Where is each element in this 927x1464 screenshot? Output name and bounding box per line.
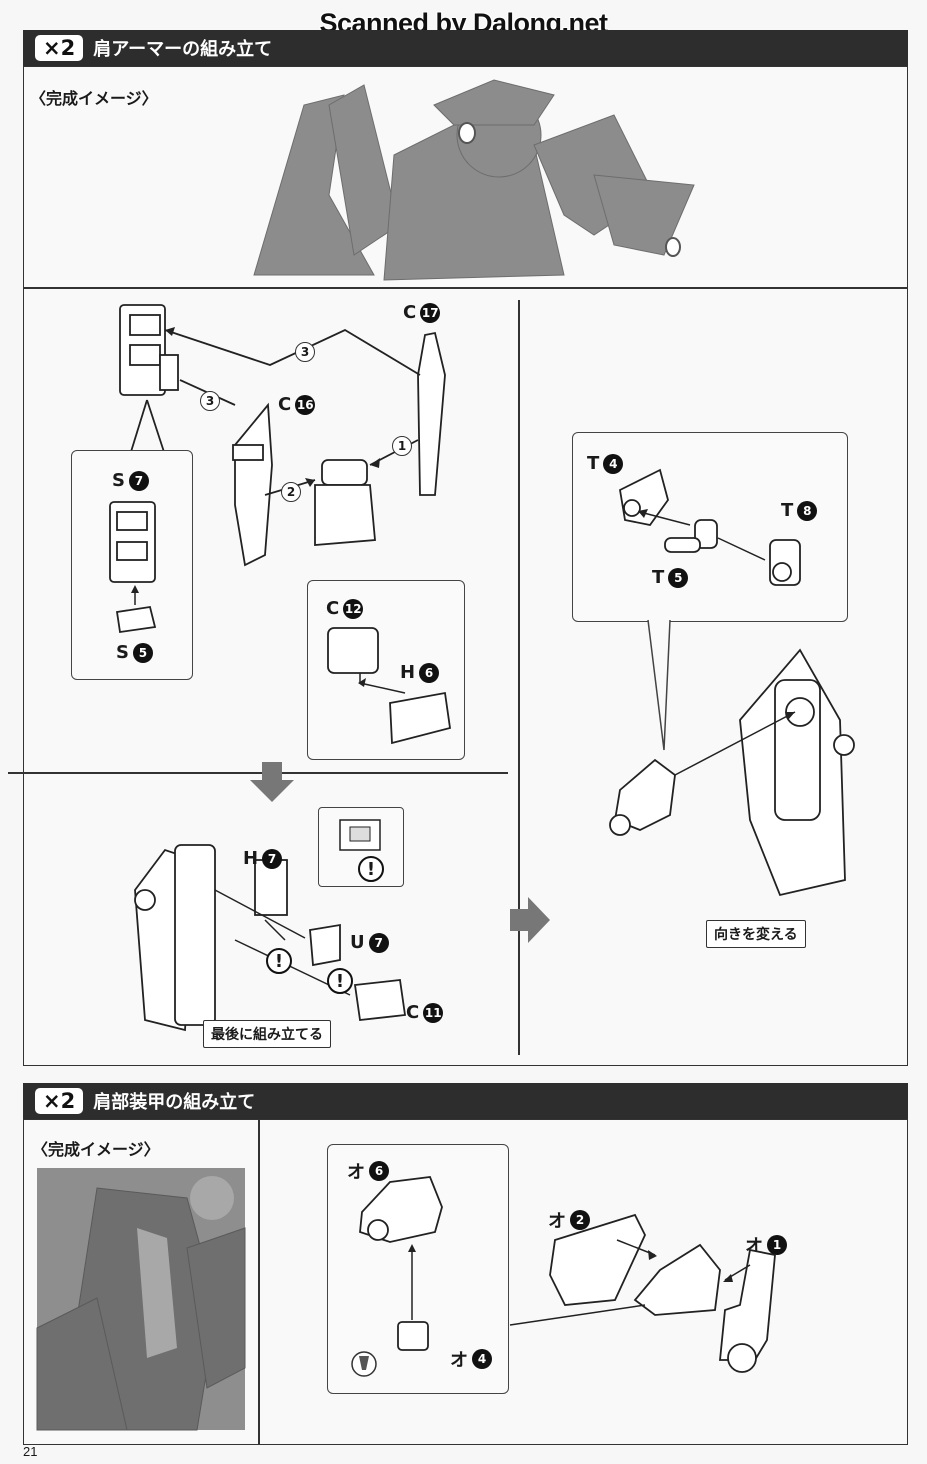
completed-image-title: 〈完成イメージ〉 <box>30 89 158 108</box>
completed-image-panel: 〈完成イメージ〉 <box>23 66 908 288</box>
step-number-3a: 3 <box>295 342 315 362</box>
callout-pointer <box>647 619 671 751</box>
panel-divider-horizontal <box>8 772 508 774</box>
tool-icon <box>351 1351 377 1377</box>
caution-icon-u7: ! <box>266 948 292 974</box>
step-number-1: 1 <box>392 436 412 456</box>
quantity-badge: ×2 <box>35 35 84 61</box>
right-arrow-icon <box>510 897 550 943</box>
caution-icon-inset: ! <box>358 856 384 882</box>
quantity-badge-2: ×2 <box>35 1088 84 1114</box>
section-title-2: 肩部装甲の組み立て <box>93 1092 256 1113</box>
inset-detail-drawing <box>339 819 381 851</box>
section-header-shoulder-armor: ×2 肩アーマーの組み立て <box>23 30 908 66</box>
panel-divider-vertical-2 <box>258 1119 260 1445</box>
caution-icon-c11: ! <box>327 968 353 994</box>
label-assemble-last: 最後に組み立てる <box>203 1020 331 1048</box>
section-header-shoulder-plate: ×2 肩部装甲の組み立て <box>23 1083 908 1119</box>
section-title: 肩アーマーの組み立て <box>93 39 273 60</box>
down-arrow-icon <box>250 762 294 802</box>
part-s7-drawing <box>109 501 157 634</box>
step-number-3b: 3 <box>200 391 220 411</box>
assembly-diagram-lower-left <box>134 844 407 1032</box>
shoulder-armor-parts-diagram <box>119 304 446 567</box>
page-number: 21 <box>23 1444 38 1459</box>
part-c12-h6-drawing <box>327 627 452 745</box>
completed-image-title-2: 〈完成イメージ〉 <box>32 1140 160 1159</box>
label-change-direction: 向きを変える <box>706 920 806 948</box>
shoulder-plate-assembly-drawing <box>509 1213 776 1373</box>
step-number-2: 2 <box>281 482 301 502</box>
panel-divider-vertical <box>518 300 520 1055</box>
o-parts-drawing <box>359 1176 443 1351</box>
completed-figure-photo <box>253 79 695 281</box>
t-parts-drawing <box>619 468 801 586</box>
shoulder-armor-assembly-drawing <box>609 648 855 897</box>
completed-photo-shoulder-plate <box>36 1168 246 1431</box>
